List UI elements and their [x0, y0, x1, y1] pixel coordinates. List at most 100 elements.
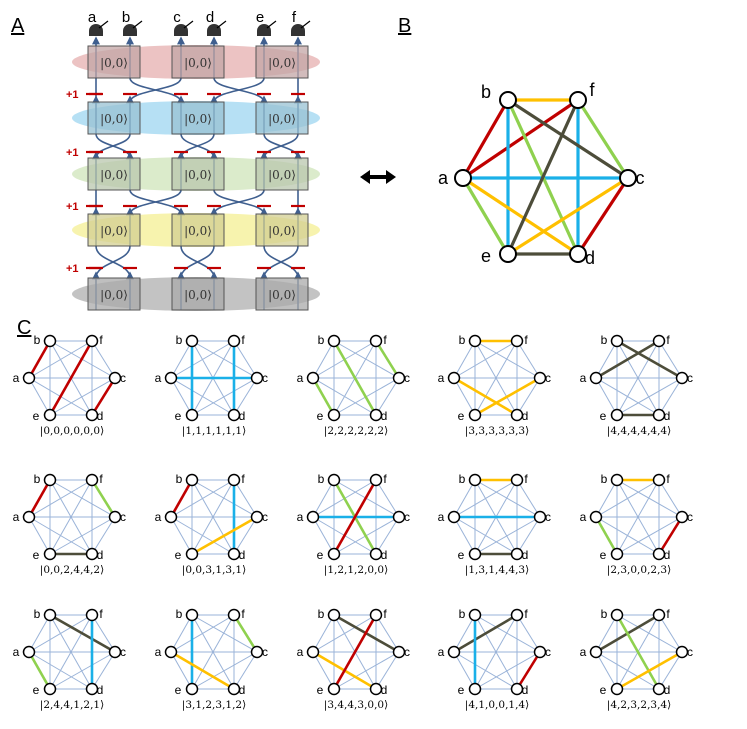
background-edge — [233, 516, 258, 555]
background-edge — [49, 651, 116, 690]
background-edge — [170, 516, 193, 555]
matching-vertex-label: c — [404, 371, 410, 385]
background-edge — [453, 516, 476, 555]
perfect-matchings-grid: abcdef|0,0,0,0,0,0⟩abcdef|1,1,1,1,1,1⟩ab… — [13, 333, 693, 712]
matching-vertex-label: a — [155, 510, 162, 524]
matching-edge — [453, 376, 518, 417]
source-state: |0,0⟩ — [100, 168, 128, 182]
background-edge — [474, 651, 541, 690]
matching-edge — [595, 339, 660, 380]
beam-crossing — [129, 77, 182, 103]
matching-vertex-label: f — [524, 472, 528, 486]
background-edge — [191, 340, 258, 379]
matching-vertex-label: a — [438, 510, 445, 524]
background-edge — [49, 479, 93, 555]
matching-vertex — [369, 608, 383, 622]
matching-vertex-label: e — [175, 683, 182, 697]
background-edge — [312, 516, 335, 555]
source-box — [255, 157, 309, 191]
matching-vertex-label: c — [120, 371, 126, 385]
background-edge — [191, 651, 258, 690]
matching-vertex-label: c — [545, 645, 551, 659]
background-edge — [474, 516, 541, 555]
matching-vertex — [369, 473, 383, 487]
background-edge — [170, 651, 193, 690]
source-box — [171, 213, 225, 247]
source-box — [87, 157, 141, 191]
matching-vertex — [85, 334, 99, 348]
matching-vertex-label: d — [381, 409, 388, 423]
matching-vertex — [327, 608, 341, 622]
matching-vertex — [369, 547, 383, 561]
matching-vertex — [327, 473, 341, 487]
matching-vertex — [652, 682, 666, 696]
background-edge — [375, 377, 400, 416]
matching-vertex-label: e — [33, 548, 40, 562]
matching-state: |2,3,0,0,2,3⟩ — [607, 564, 671, 577]
matching-vertex-label: c — [687, 510, 693, 524]
matching-state: |0,0,3,1,3,1⟩ — [182, 564, 246, 577]
matching-vertex — [468, 682, 482, 696]
matching-vertex — [185, 608, 199, 622]
matching-vertex — [468, 547, 482, 561]
matching-vertex — [510, 547, 524, 561]
graph-edge — [461, 99, 510, 179]
matching-vertex-label: b — [601, 472, 608, 486]
matching-vertex — [250, 371, 264, 385]
matching-vertex-label: d — [239, 409, 246, 423]
matching-vertex-label: e — [317, 409, 324, 423]
matching-vertex-label: a — [297, 510, 304, 524]
matching-vertex-label: f — [666, 333, 670, 347]
beam-crossing — [129, 189, 182, 215]
background-edge — [91, 614, 116, 653]
beam-crossing — [180, 133, 215, 159]
matching-vertex-label: d — [381, 683, 388, 697]
source-state: |0,0⟩ — [100, 224, 128, 238]
matching-vertex-label: b — [601, 607, 608, 621]
matching-vertex-label: e — [33, 683, 40, 697]
matching-vertex — [327, 547, 341, 561]
background-edge — [191, 377, 258, 416]
matching-vertex-label: b — [34, 472, 41, 486]
matching-vertex — [510, 334, 524, 348]
matching-vertex-label: a — [155, 645, 162, 659]
source-state: |0,0⟩ — [100, 288, 128, 302]
matching-vertex-label: d — [97, 409, 104, 423]
background-edge — [375, 516, 400, 555]
matching-vertex — [589, 645, 603, 659]
vertex-label: e — [481, 246, 491, 266]
matching-vertex-label: e — [458, 409, 465, 423]
source-state: |0,0⟩ — [184, 112, 212, 126]
background-edge — [658, 340, 683, 379]
background-edge — [49, 377, 116, 416]
detector-label: c — [173, 9, 181, 26]
background-edge — [375, 479, 400, 518]
matching-vertex-label: a — [297, 371, 304, 385]
matching-vertex-label: c — [545, 371, 551, 385]
graph-edge — [507, 176, 629, 256]
matching-vertex — [510, 408, 524, 422]
beam-crossing — [180, 245, 215, 279]
matching-vertex — [652, 408, 666, 422]
background-edge — [453, 614, 476, 653]
graph-edge — [507, 98, 629, 180]
matching-vertex — [468, 608, 482, 622]
matching-state: |1,3,1,4,4,3⟩ — [465, 564, 529, 577]
background-edge — [28, 377, 51, 416]
matching-edge — [332, 614, 378, 690]
background-edge — [170, 340, 193, 379]
matching-vertex-label: c — [120, 645, 126, 659]
matching-vertex-label: f — [524, 333, 528, 347]
background-edge — [49, 516, 116, 555]
matching-vertex-label: b — [601, 333, 608, 347]
matching-edge — [453, 613, 518, 654]
